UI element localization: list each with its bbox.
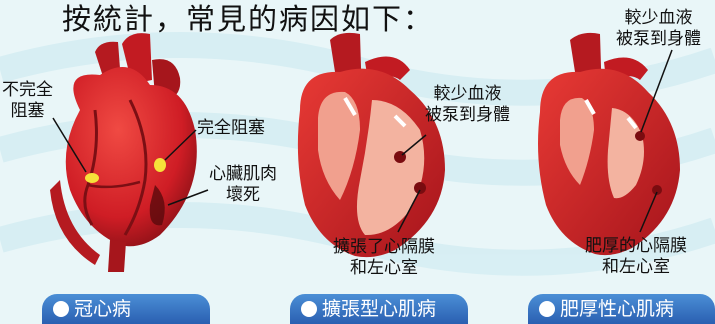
partial-block-label: 不完全 阻塞 bbox=[2, 80, 53, 122]
page-title: 按統計，常見的病因如下： bbox=[62, 2, 435, 36]
dilated-less-blood-label: 較少血液 被泵到身體 bbox=[425, 84, 510, 126]
hypertrophic-less-blood-label: 較少血液 被泵到身體 bbox=[616, 8, 701, 50]
caption-hypertrophic: 肥厚性心肌病 bbox=[528, 294, 715, 324]
heart-coronary bbox=[50, 33, 209, 272]
dilated-less-blood-line1: 較少血液 bbox=[433, 84, 502, 104]
hypertrophic-septum-label: 肥厚的心隔膜 和左心室 bbox=[585, 236, 687, 278]
partial-block-marker bbox=[85, 173, 99, 183]
hypertrophic-less-blood-line1: 較少血液 bbox=[624, 8, 693, 28]
hypertrophic-septum-line1: 肥厚的心隔膜 bbox=[585, 236, 687, 256]
partial-block-label-line1: 不完全 bbox=[2, 80, 53, 100]
necrosis-area bbox=[149, 185, 165, 226]
caption-coronary: 冠心病 bbox=[42, 294, 210, 324]
dilated-less-blood-line2: 被泵到身體 bbox=[425, 105, 510, 125]
necrosis-label-line2: 壞死 bbox=[226, 185, 260, 205]
caption-coronary-text: 冠心病 bbox=[74, 298, 132, 320]
hypertrophic-less-blood-line2: 被泵到身體 bbox=[616, 29, 701, 49]
necrosis-label-line1: 心臟肌肉 bbox=[209, 164, 277, 184]
bullet-icon bbox=[53, 301, 69, 317]
caption-dilated: 擴張型心肌病 bbox=[290, 294, 468, 324]
dilated-septum-line1: 擴張了心隔膜 bbox=[333, 237, 435, 257]
heart-dilated bbox=[297, 32, 445, 258]
complete-block-label: 完全阻塞 bbox=[197, 118, 265, 138]
bullet-icon bbox=[301, 301, 317, 317]
necrosis-label: 心臟肌肉 壞死 bbox=[209, 164, 277, 206]
caption-dilated-text: 擴張型心肌病 bbox=[322, 298, 437, 320]
dilated-septum-line2: 和左心室 bbox=[350, 258, 418, 278]
heart-hypertrophic bbox=[538, 32, 680, 256]
bullet-icon bbox=[539, 301, 555, 317]
partial-block-label-line2: 阻塞 bbox=[10, 101, 45, 121]
caption-hypertrophic-text: 肥厚性心肌病 bbox=[560, 298, 675, 320]
dilated-septum-label: 擴張了心隔膜 和左心室 bbox=[333, 237, 435, 279]
complete-block-marker bbox=[154, 158, 166, 172]
hypertrophic-septum-line2: 和左心室 bbox=[602, 257, 670, 277]
